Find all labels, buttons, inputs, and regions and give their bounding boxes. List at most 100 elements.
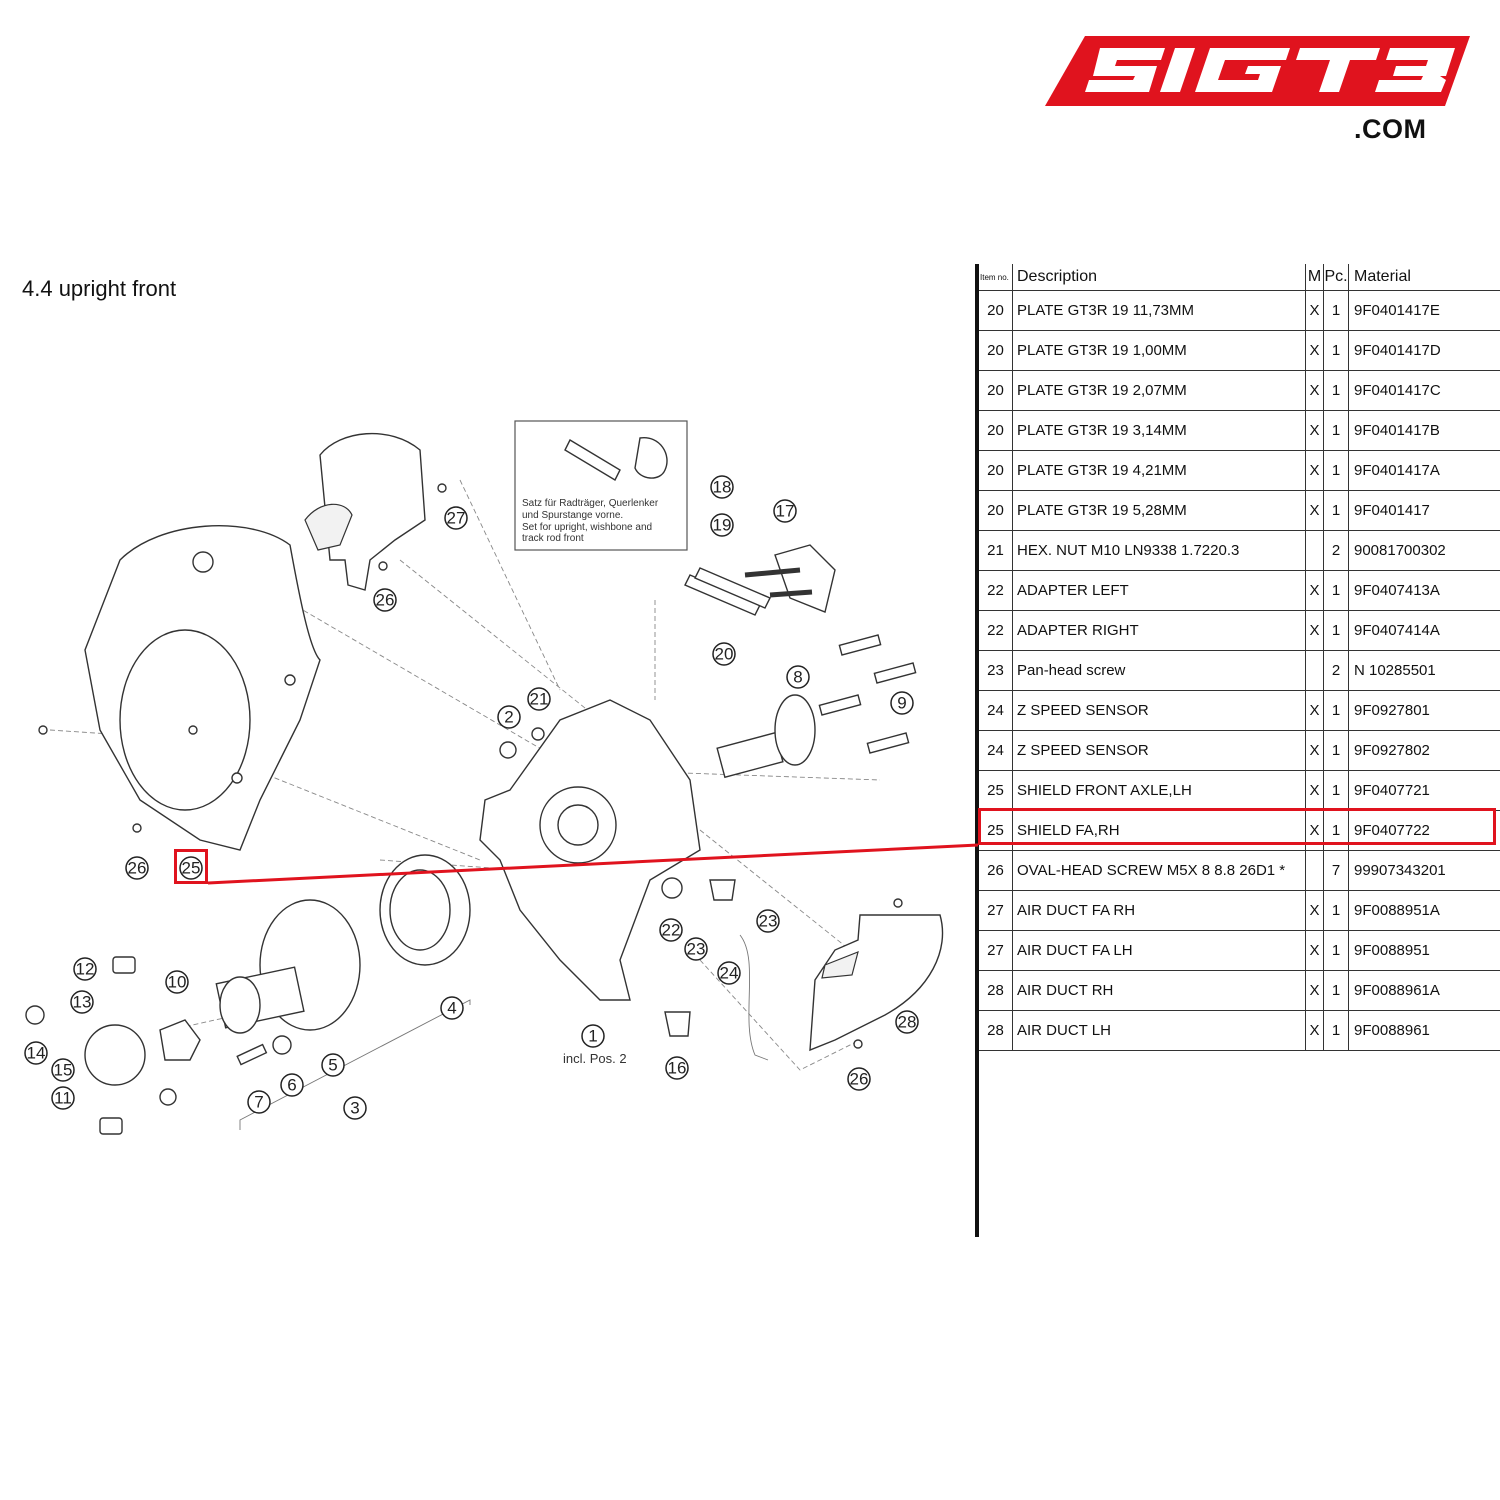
callout-17[interactable]: 17 <box>773 499 797 523</box>
callout-21[interactable]: 21 <box>527 687 551 711</box>
svg-text:16: 16 <box>668 1059 687 1078</box>
item-number-cell: 23 <box>979 650 1013 691</box>
material-number-cell: 9F0401417A <box>1348 450 1500 491</box>
item-number-cell: 20 <box>979 370 1013 411</box>
item-number-cell: 26 <box>979 850 1013 891</box>
callout-4[interactable]: 4 <box>440 996 464 1020</box>
m-cell: X <box>1305 410 1324 451</box>
callout-3[interactable]: 3 <box>343 1096 367 1120</box>
quantity-cell: 7 <box>1323 850 1349 891</box>
item-number-cell: 22 <box>979 610 1013 651</box>
quantity-cell: 1 <box>1323 890 1349 931</box>
callout-11[interactable]: 11 <box>51 1086 75 1110</box>
brand-logo[interactable] <box>1045 36 1470 146</box>
callout-19[interactable]: 19 <box>710 513 734 537</box>
m-cell <box>1305 530 1324 571</box>
highlighted-callout-frame <box>174 849 208 884</box>
shim-plates-part <box>684 567 771 616</box>
callout-12[interactable]: 12 <box>73 957 97 981</box>
exploded-parts-diagram: Satz für Radträger, Querlenker und Spurs… <box>24 420 944 1135</box>
svg-text:21: 21 <box>530 690 549 709</box>
quantity-cell: 1 <box>1323 930 1349 971</box>
callout-9[interactable]: 9 <box>890 691 914 715</box>
item-number-cell: 24 <box>979 690 1013 731</box>
callout-25[interactable]: 25 <box>179 856 203 880</box>
callout-7[interactable]: 7 <box>247 1090 271 1114</box>
quantity-cell: 2 <box>1323 530 1349 571</box>
brake-shield-part <box>84 525 321 851</box>
description-cell: PLATE GT3R 19 3,14MM <box>1012 410 1306 451</box>
callout-20[interactable]: 20 <box>712 642 736 666</box>
callout-14[interactable]: 14 <box>24 1041 48 1065</box>
screws-part <box>38 483 903 1049</box>
m-cell <box>1305 650 1324 691</box>
callout-26a[interactable]: 26 <box>125 856 149 880</box>
material-number-cell: N 10285501 <box>1348 650 1500 691</box>
callout-28[interactable]: 28 <box>895 1010 919 1034</box>
description-cell: PLATE GT3R 19 5,28MM <box>1012 490 1306 531</box>
svg-text:9: 9 <box>897 694 906 713</box>
callout-18[interactable]: 18 <box>710 475 734 499</box>
material-number-cell: 9F0088961 <box>1348 1010 1500 1051</box>
quantity-cell: 1 <box>1323 770 1349 811</box>
adapter-part <box>744 544 836 613</box>
svg-text:6: 6 <box>287 1076 296 1095</box>
callout-10[interactable]: 10 <box>165 970 189 994</box>
material-number-cell: 9F0088951 <box>1348 930 1500 971</box>
callout-26c[interactable]: 26 <box>847 1067 871 1091</box>
callout-13[interactable]: 13 <box>70 990 94 1014</box>
callout-22[interactable]: 22 <box>659 918 683 942</box>
m-cell: X <box>1305 290 1324 331</box>
description-cell: HEX. NUT M10 LN9338 1.7220.3 <box>1012 530 1306 571</box>
description-cell: ADAPTER RIGHT <box>1012 610 1306 651</box>
callout-24[interactable]: 24 <box>717 961 741 985</box>
header-m: M <box>1305 264 1324 291</box>
quantity-cell: 1 <box>1323 330 1349 371</box>
svg-text:15: 15 <box>54 1061 73 1080</box>
callout-6[interactable]: 6 <box>280 1073 304 1097</box>
logo-domain-suffix: .COM <box>1354 114 1427 144</box>
callout-5[interactable]: 5 <box>321 1053 345 1077</box>
callout-23a[interactable]: 23 <box>684 937 708 961</box>
svg-text:22: 22 <box>662 921 681 940</box>
header-description: Description <box>1012 264 1306 291</box>
callout-2[interactable]: 2 <box>497 705 521 729</box>
material-number-cell: 9F0401417B <box>1348 410 1500 451</box>
kit-note-en-1: Set for upright, wishbone and <box>522 522 652 533</box>
callout-27[interactable]: 27 <box>444 506 468 530</box>
material-number-cell: 9F0401417 <box>1348 490 1500 531</box>
quantity-cell: 1 <box>1323 730 1349 771</box>
callout-8[interactable]: 8 <box>786 665 810 689</box>
wheel-bolts-part <box>818 634 917 754</box>
callout-15[interactable]: 15 <box>51 1058 75 1082</box>
callout-1[interactable]: 1 <box>581 1024 605 1048</box>
callout-26b[interactable]: 26 <box>373 588 397 612</box>
callout-16[interactable]: 16 <box>665 1056 689 1080</box>
svg-text:28: 28 <box>898 1013 917 1032</box>
table-header-row: Item no. Description M Pc. Material <box>979 264 1500 291</box>
quantity-cell: 1 <box>1323 490 1349 531</box>
highlighted-row-frame <box>978 808 1496 845</box>
m-cell: X <box>1305 1010 1324 1051</box>
callout-23b[interactable]: 23 <box>756 909 780 933</box>
item-number-cell: 20 <box>979 330 1013 371</box>
